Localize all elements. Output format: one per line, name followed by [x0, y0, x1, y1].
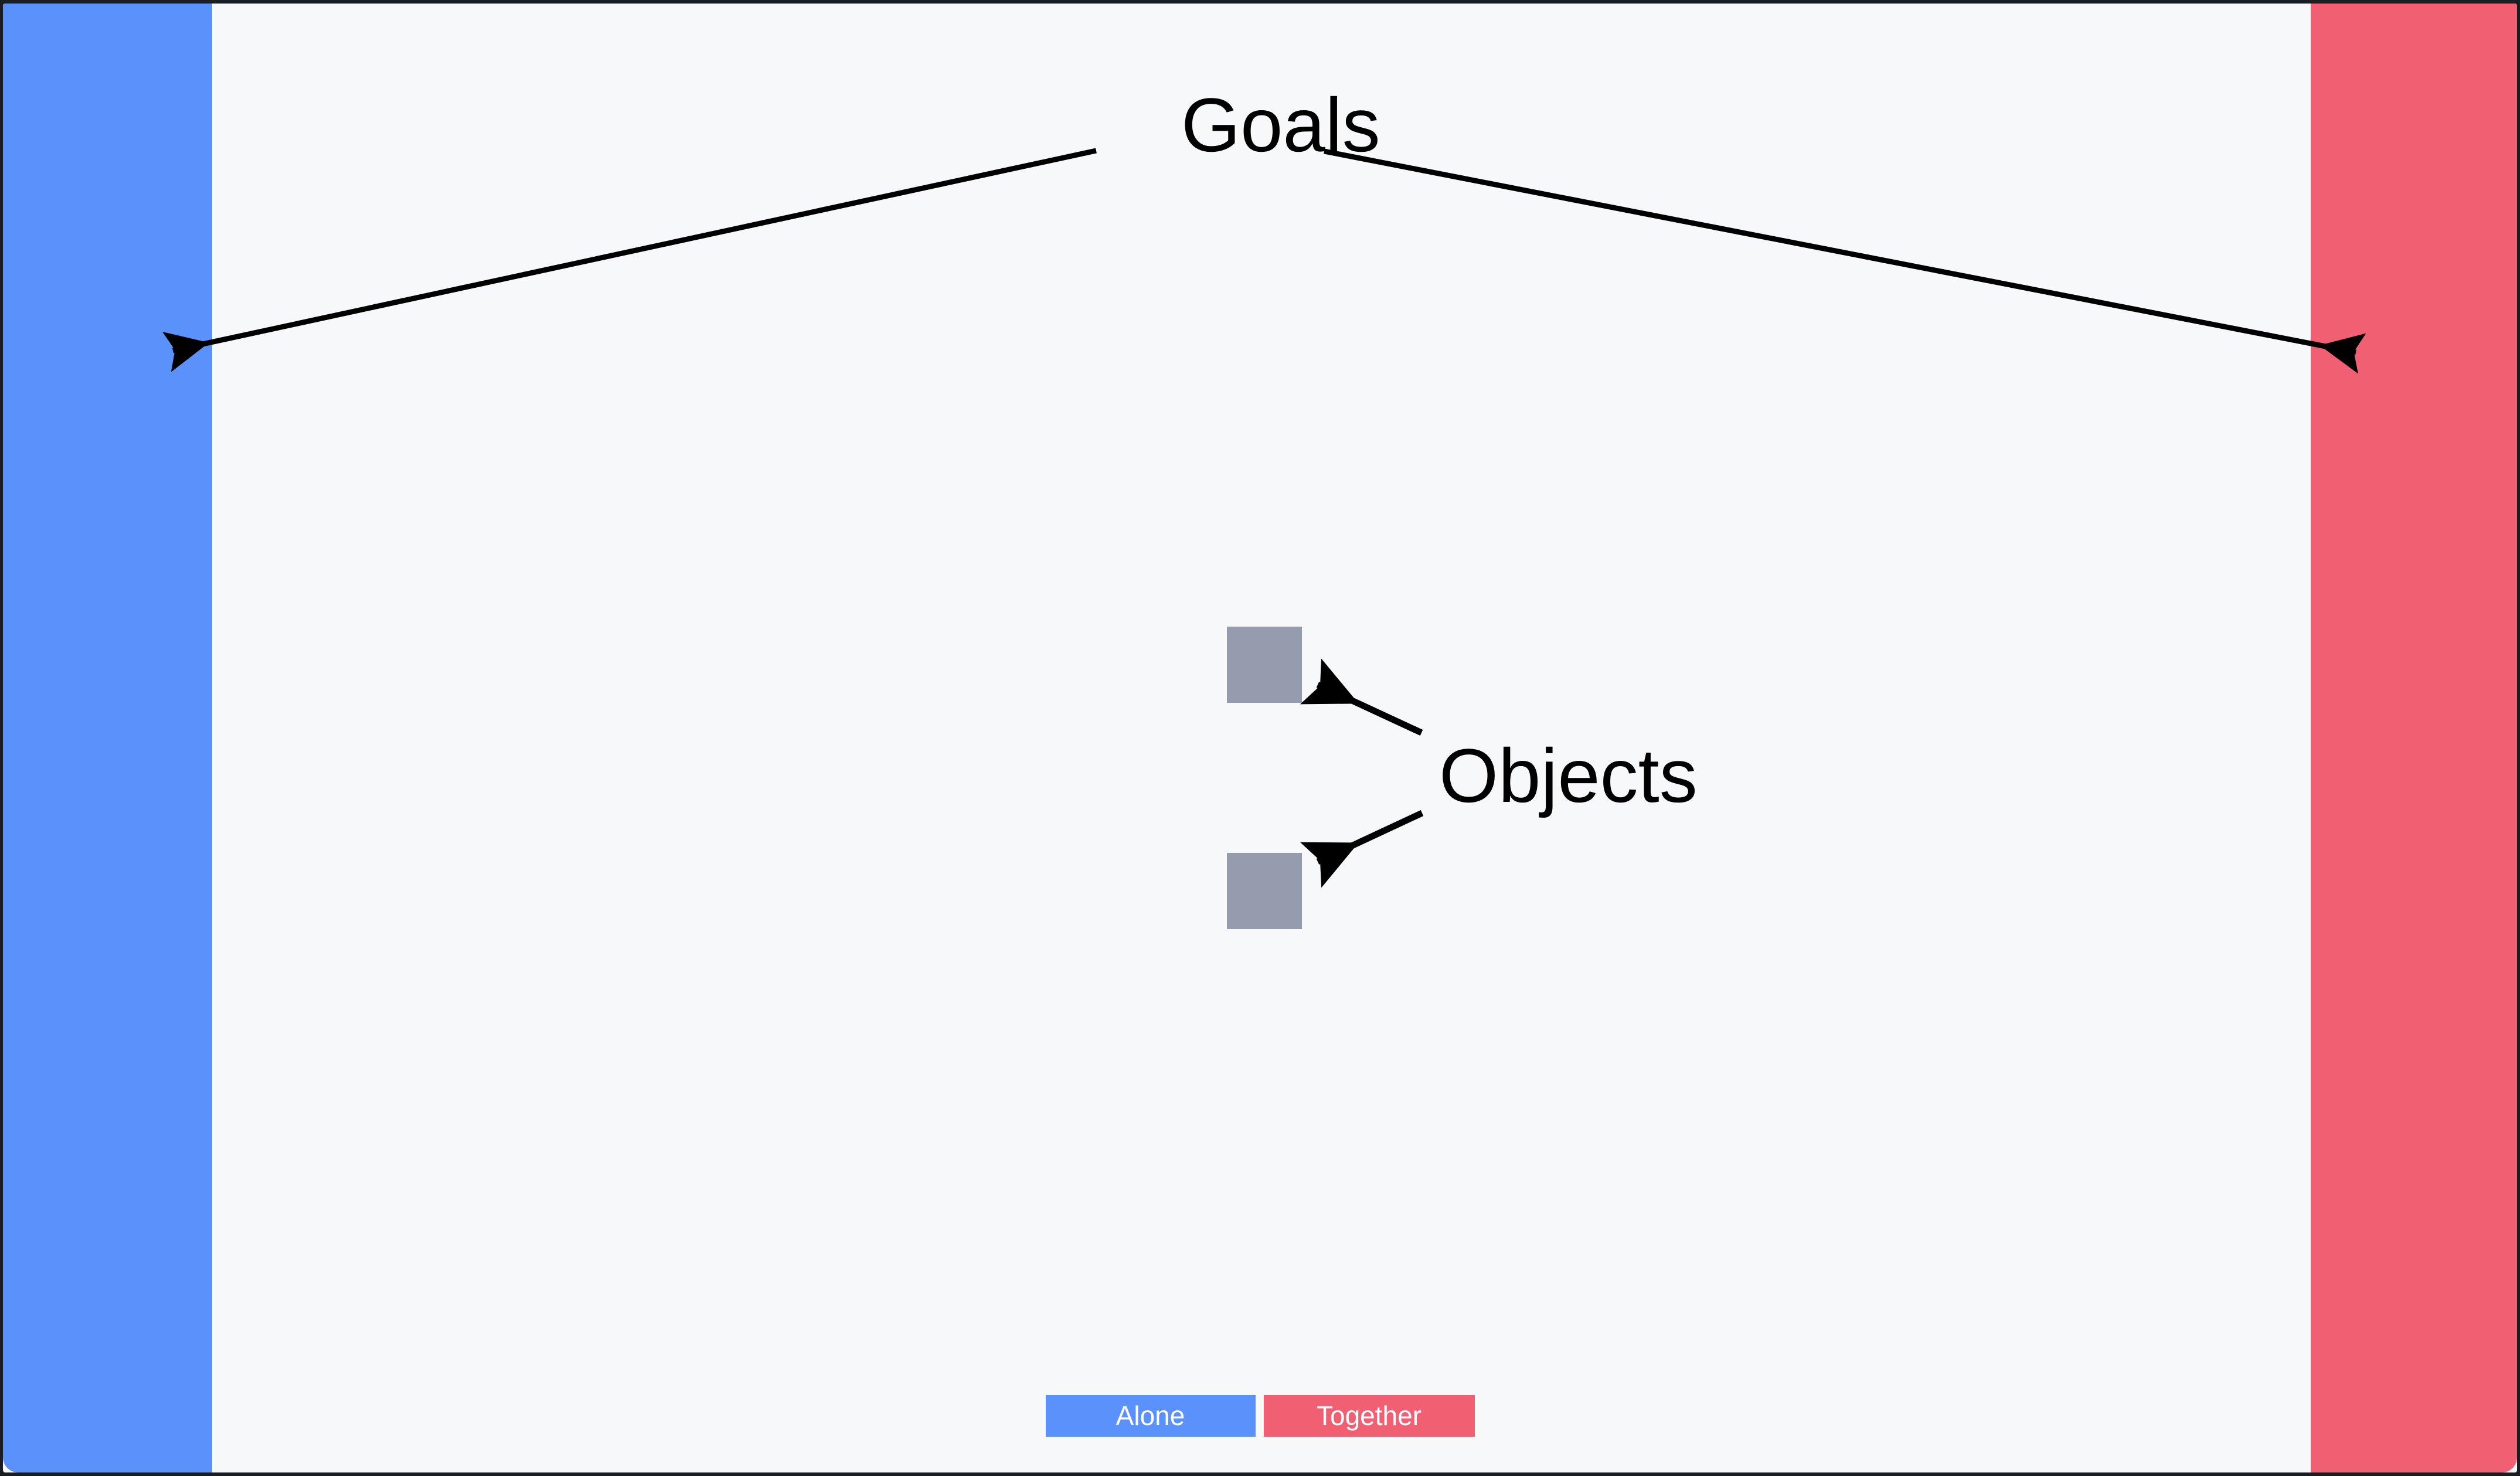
- object-box-1[interactable]: [1227, 627, 1302, 703]
- alone-button[interactable]: Alone: [1045, 1395, 1256, 1437]
- annotation-arrows-overlay: [162, 148, 2366, 888]
- object-box-2[interactable]: [1227, 853, 1302, 929]
- goal-zone-left[interactable]: [3, 4, 212, 1472]
- goals-label: Goals: [1181, 82, 1380, 168]
- arrow-goals-to-left-goal: [162, 148, 1097, 372]
- arrow-objects-to-object-1: [1300, 658, 1423, 736]
- objects-label: Objects: [1439, 733, 1698, 818]
- goal-zone-right[interactable]: [2311, 4, 2517, 1472]
- simulation-canvas: Goals Objects Alone Together: [3, 4, 2517, 1472]
- arrow-objects-to-object-2: [1300, 810, 1424, 888]
- arrow-goals-to-right-goal: [1324, 148, 2366, 374]
- mode-button-bar: Alone Together: [3, 1395, 2517, 1437]
- together-button[interactable]: Together: [1263, 1395, 1475, 1437]
